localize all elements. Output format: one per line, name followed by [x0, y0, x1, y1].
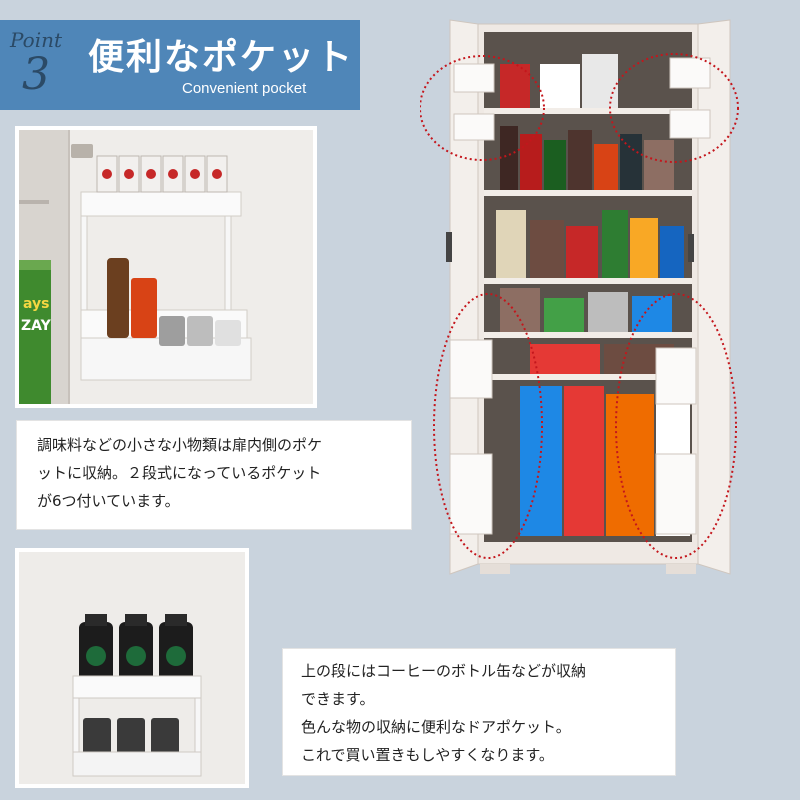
point-label: Point [10, 28, 63, 52]
spice-rack-illustration: ays ZAY [19, 130, 313, 404]
photo-door-spice-rack: ays ZAY [15, 126, 317, 408]
description-line: 調味料などの小さな小物類は扉内側のポケ [37, 436, 323, 454]
description-bottle-pocket: 上の段にはコーヒーのボトル缶などが収納 できます。 色んな物の収納に便利なドアポ… [282, 648, 676, 776]
highlight-circle-icon [609, 53, 739, 163]
cabinet-svg [420, 19, 739, 575]
point-banner: Point 3 便利なポケット Convenient pocket [0, 20, 360, 110]
banner-subtitle: Convenient pocket [182, 80, 307, 97]
highlight-circle-icon [615, 293, 737, 559]
description-line: ットに収納。２段式になっているポケット [37, 464, 322, 482]
point-number: 3 [22, 49, 50, 100]
description-door-pocket: 調味料などの小さな小物類は扉内側のポケ ットに収納。２段式になっているポケット … [16, 420, 412, 530]
photo-bottle-can-rack [15, 548, 249, 788]
can-label-text: ays [23, 296, 49, 312]
description-line: できます。 [301, 690, 375, 708]
banner-title: 便利なポケット [88, 37, 355, 78]
bottle-rack-illustration [19, 552, 245, 784]
description-line: が6つ付いています。 [37, 492, 180, 510]
can-label-text-2: ZAY [21, 318, 52, 334]
description-line: これで買い置きもしやすくなります。 [301, 746, 554, 764]
highlight-circle-icon [433, 293, 543, 559]
highlight-circle-icon [420, 55, 545, 161]
cabinet-illustration [420, 14, 790, 584]
description-line: 色んな物の収納に便利なドアポケット。 [301, 718, 571, 736]
description-line: 上の段にはコーヒーのボトル缶などが収納 [301, 662, 587, 680]
